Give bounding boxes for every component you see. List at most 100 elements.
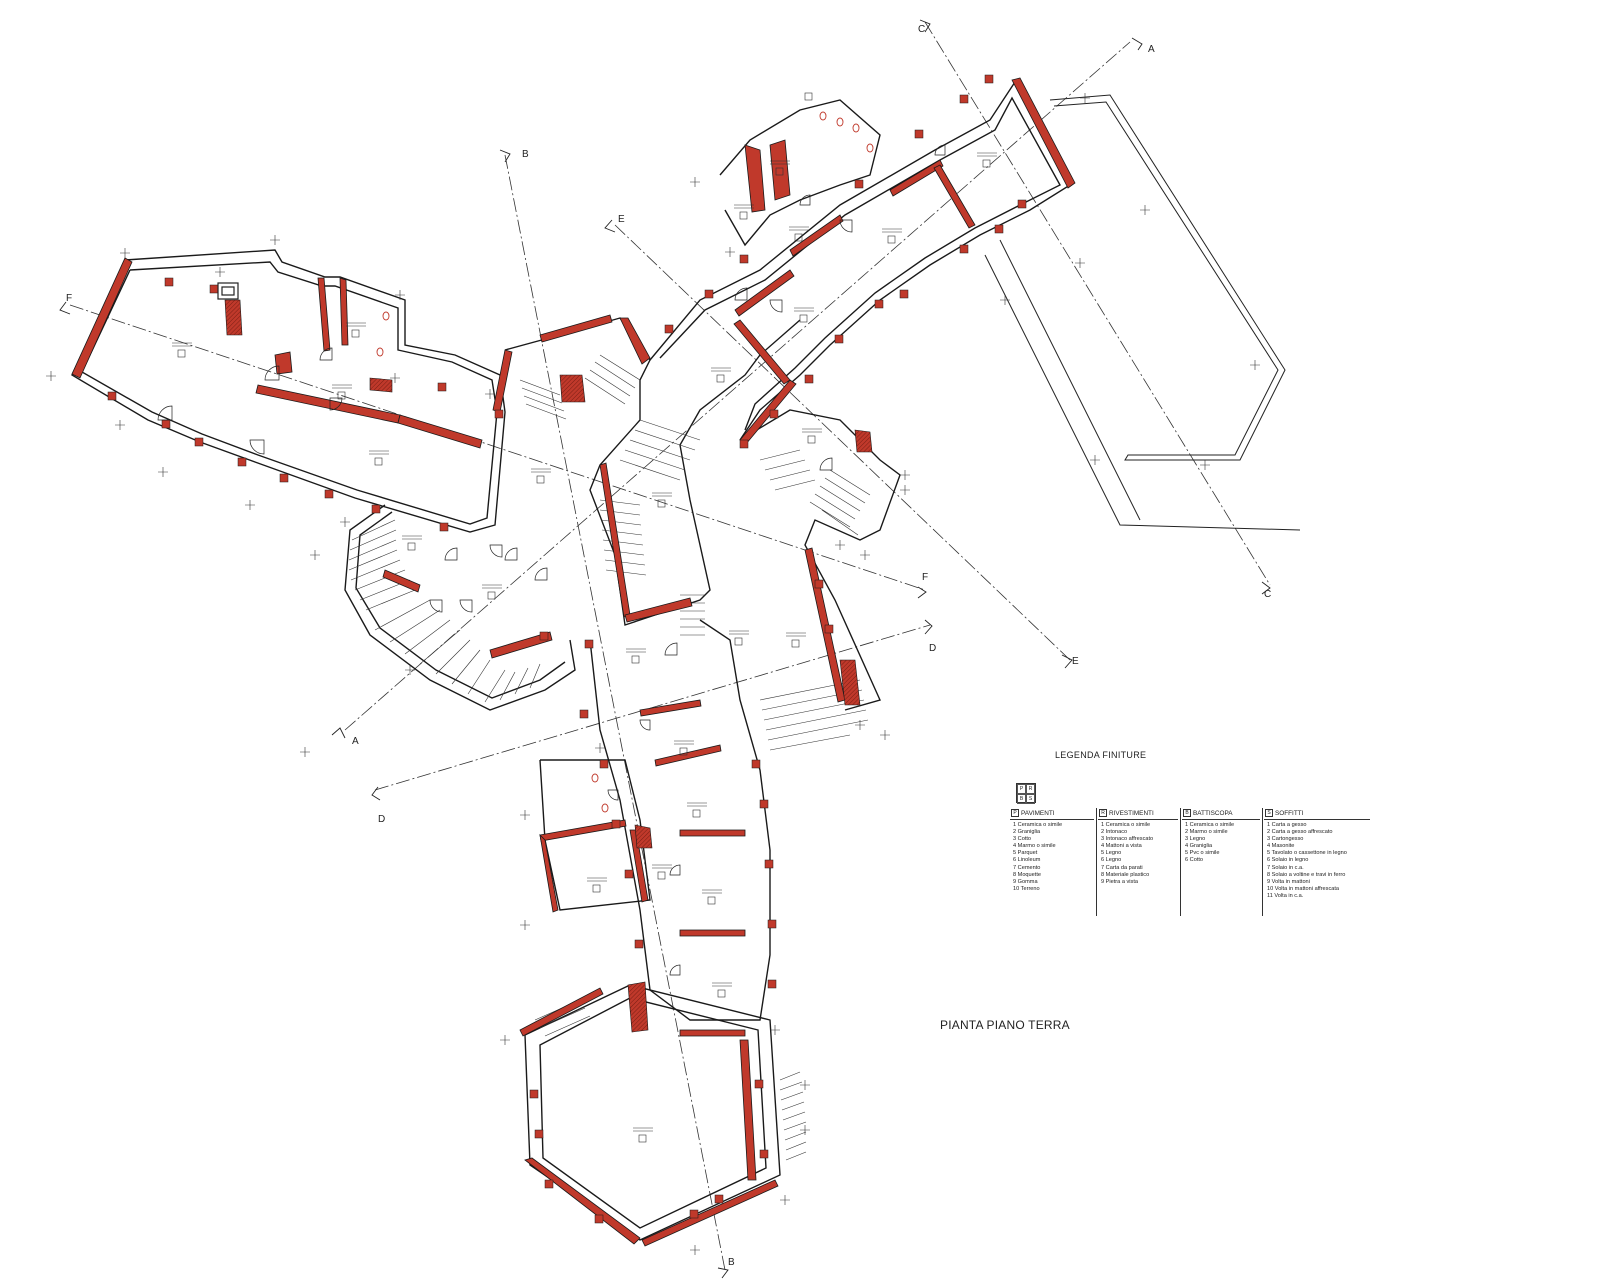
legend-key-letter: P	[1017, 784, 1026, 794]
legend-item: 2 Carta a gesso affrescato	[1267, 829, 1333, 836]
section-line-e	[614, 224, 1071, 661]
legend-item: 5 Pvc o simile	[1185, 850, 1220, 857]
level-marks	[46, 93, 1260, 1255]
legend-title: LEGENDA FINITURE	[1055, 750, 1147, 760]
room-tag-icon	[592, 884, 601, 893]
west-curved-terrace-inner	[355, 511, 566, 699]
legend-separator	[1262, 808, 1263, 916]
door-icon	[799, 194, 811, 206]
north-east-arm-wall	[649, 80, 1071, 441]
section-line-a	[344, 41, 1131, 731]
east-stair-wall	[739, 409, 901, 711]
section-line-b	[504, 154, 726, 1271]
room-tag-icon	[799, 314, 808, 323]
legend-code-box: S	[1265, 809, 1273, 818]
door-icon	[669, 964, 681, 976]
room-tag-icon	[807, 435, 816, 444]
legend-item: 4 Graniglia	[1185, 843, 1213, 850]
legend-item: 8 Solaio a voltine e travi in ferro	[1267, 871, 1346, 878]
door-icon	[534, 567, 548, 581]
legend-item: 4 Masonite	[1267, 843, 1295, 850]
room-tag-icon	[638, 1134, 647, 1143]
stairs	[348, 354, 871, 1161]
door-icon	[769, 299, 783, 313]
legend-item: 2 Marmo o simile	[1185, 829, 1228, 836]
door-icon	[934, 144, 946, 156]
room-tags	[177, 92, 991, 1143]
section-letter: E	[1072, 656, 1079, 667]
legend-code-box: R	[1099, 809, 1107, 818]
section-arrow-icon	[371, 786, 381, 801]
legend-item: 10 Terreno	[1013, 885, 1040, 892]
section-letter: C	[1264, 589, 1271, 600]
legend-item: 5 Tavolato o cassettone in legno	[1267, 850, 1347, 857]
door-swings	[157, 144, 946, 976]
sanitary-fixtures	[376, 111, 874, 813]
west-wing-inner-wall	[81, 261, 498, 525]
section-letter: E	[618, 214, 625, 225]
plan-title: PIANTA PIANO TERRA	[940, 1018, 1070, 1032]
legend-item: 6 Cotto	[1185, 857, 1204, 864]
section-arrow-icon	[1261, 581, 1271, 595]
legend-heading-text: SOFFITTI	[1275, 810, 1304, 817]
courtyard-outline	[984, 94, 1301, 531]
section-arrow-icon	[717, 1267, 729, 1279]
legend-item: 6 Legno	[1101, 857, 1122, 864]
door-icon	[329, 397, 343, 411]
north-east-arm-inner-wall	[659, 96, 1061, 431]
section-letter: D	[929, 643, 936, 654]
legend-list: 1 Ceramica o simile 2 Graniglia 3 Cotto …	[1010, 822, 1094, 893]
legend-separator	[1096, 808, 1097, 916]
legend-item: 1 Carta a gesso	[1267, 822, 1307, 828]
red-wall-segments	[71, 77, 1076, 1247]
door-icon	[319, 347, 333, 361]
legend-item: 4 Mattoni a vista	[1101, 843, 1142, 850]
door-icon	[607, 789, 619, 801]
room-tag-icon	[374, 457, 383, 466]
stair-west-terrace	[348, 519, 541, 703]
room-tag-icon	[337, 391, 346, 400]
section-letter: F	[922, 572, 928, 583]
legend-heading-text: RIVESTIMENTI	[1109, 810, 1154, 817]
legend-key-box: P R B S	[1016, 783, 1036, 804]
section-letter: B	[522, 149, 529, 160]
door-icon	[429, 599, 443, 613]
legend-item: 5 Legno	[1101, 850, 1122, 857]
door-icon	[504, 547, 518, 561]
section-letter: C	[918, 24, 925, 35]
door-icon	[839, 219, 853, 233]
legend-item: 3 Intonaco affrescato	[1101, 836, 1154, 843]
section-arrow-icon	[499, 149, 511, 163]
legend-key-letter: B	[1017, 794, 1026, 804]
section-lines	[69, 21, 1271, 1271]
chimney	[217, 282, 239, 300]
room-tag-icon	[692, 809, 701, 818]
room-tag-icon	[982, 159, 991, 168]
legend-separator	[1180, 808, 1181, 916]
room-annotations	[172, 152, 997, 1132]
legend-item: 3 Cotto	[1013, 836, 1032, 843]
legend-item: 10 Volta in mattoni affrescata	[1267, 885, 1340, 892]
section-line-c	[924, 21, 1271, 586]
section-line-d	[374, 624, 931, 791]
room-tag-icon	[734, 637, 743, 646]
room-tag-icon	[631, 655, 640, 664]
legend-item: 9 Pietra a vista	[1101, 878, 1138, 885]
legend-item: 3 Legno	[1185, 836, 1206, 843]
section-letter: B	[728, 1257, 735, 1268]
door-icon	[249, 439, 265, 455]
hatched-masonry	[224, 299, 873, 1033]
room-tag-icon	[679, 747, 688, 756]
section-arrow-icon	[919, 19, 931, 33]
door-icon	[819, 457, 833, 471]
window-piers	[107, 74, 1027, 1224]
legend-item: 9 Gomma	[1013, 878, 1038, 885]
section-arrow-icon	[59, 301, 71, 315]
section-arrow-icon	[1061, 654, 1073, 669]
legend-heading-text: BATTISCOPA	[1193, 810, 1233, 817]
